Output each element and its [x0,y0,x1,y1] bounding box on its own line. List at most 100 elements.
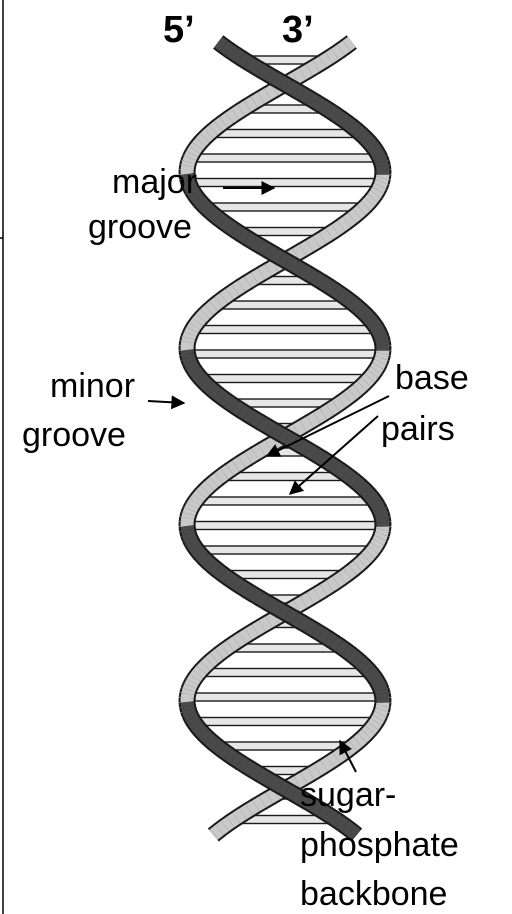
backbone-strand-a-segment-113 [363,489,378,503]
backbone-front-segments [178,35,392,842]
backbone-strand-b-segment-250 [257,240,272,257]
backbone-strand-b-segment-234 [182,179,197,189]
backbone-strand-a-segment-6 [250,60,266,77]
backbone-strand-b-segment-284 [356,377,371,392]
backbone-strand-a-segment-81 [186,362,201,374]
backbone-strand-b-segment-397 [209,829,219,840]
backbone-strand-b-segment-229 [181,160,195,169]
backbone-strand-b-segment-351 [341,644,356,660]
backbone-strand-a-segment-29 [373,155,388,165]
minor-groove-label-line2: groove [22,416,126,454]
backbone-strand-b-segment-221 [203,125,218,140]
backbone-strand-a-segment-171 [191,721,206,735]
backbone-strand-b-segment-249 [250,236,265,253]
backbone-strand-a-segment-86 [203,381,218,396]
backbone-strand-a-segment-88 [213,388,228,404]
backbone-strand-b-segment-223 [195,133,210,148]
backbone-strand-b-segment-264 [347,296,362,312]
backbone-strand-b-segment-381 [306,764,321,781]
backbone-strand-a-segment-156 [196,661,211,676]
backbone-strand-b-segment-394 [220,816,235,832]
backbone-strand-b-segment-334 [230,576,245,593]
backbone-strand-b-segment-321 [181,528,195,537]
backbone-strand-a-segment-12 [292,84,307,101]
backbone-strand-a-segment-93 [243,408,258,425]
backbone-strand-a-segment-33 [375,173,390,180]
backbone-strand-b-segment-346 [311,624,326,641]
base-pairs-arrow-lower [288,415,379,495]
backbone-strand-a-segment-131 [347,560,362,576]
backbone-strand-b-segment-241 [204,205,218,220]
backbone-strand-a-segment-20 [342,116,357,132]
backbone-strand-a-segment-111 [356,481,370,496]
backbone-strand-a-segment-138 [306,588,321,605]
backbone-strand-a-segment-152 [214,644,229,660]
backbone-strand-b-segment-237 [189,190,203,203]
base-pair-rung-18 [186,520,384,531]
base-pairs-arrow-upper [265,395,390,457]
backbone-strand-a-segment-169 [185,714,200,726]
backbone-strand-a-segment-84 [195,373,210,388]
backbone-strand-a-segment-73 [182,331,197,341]
backbone-strand-b-segment-304 [231,456,246,473]
backbone-strand-b-segment-367 [372,711,387,722]
backbone-strand-a-segment-167 [182,707,197,717]
backbone-strand-a-segment-180 [236,756,251,773]
backbone-strand-a-segment-1 [219,40,234,56]
backbone-strand-a-segment-147 [244,624,259,641]
backbone-strand-b-segment-225 [188,142,203,155]
backbone-strand-b-segment-301 [250,444,265,461]
backbone-strand-b-segment-270 [369,322,384,334]
backbone-strand-b-segment-283 [360,373,375,388]
backbone-strand-b-segment-265 [352,301,366,316]
backbone-strand-b-segment-327 [195,549,210,564]
base-pair-rung-3 [189,153,381,163]
backbone-strand-a-segment-98 [277,428,292,445]
backbone-strand-b-segment-378 [325,752,340,769]
backbone-strand-b-segment-389 [251,796,266,813]
backbone-strand-a-segment-163 [180,693,195,700]
backbone-strand-a-segment-16 [318,100,334,117]
backbone-strand-b-segment-372 [357,729,371,744]
backbone-strand-a-segment-80 [184,359,198,370]
backbone-strand-a-segment-129 [356,553,371,568]
backbone-strand-b-segment-305 [225,460,240,476]
backbone-strand-b-segment-246 [231,224,246,241]
backbone-strand-b-segment-370 [364,721,379,735]
backbone-label-line1: sugar- [300,776,396,814]
backbone-strand-b-segment-306 [219,464,234,480]
base-pair-rung-10 [191,324,379,335]
base-pair-rung-4 [187,177,383,188]
backbone-strand-b-segment-380 [313,760,328,777]
backbone-strand-a-segment-145 [257,616,273,633]
backbone-strand-b-segment-206 [298,64,313,81]
backbone-strand-b-segment-329 [203,557,218,572]
backbone-strand-a-segment-124 [372,535,387,546]
backbone-strand-b-segment-232 [180,173,195,180]
backbone-strand-a-segment-49 [312,232,327,249]
backbone-strand-b-segment-204 [311,56,326,73]
backbone-strand-a-segment-28 [372,151,386,162]
backbone-strand-b-segment-377 [331,748,346,764]
backbone-strand-b-segment-358 [369,674,384,687]
backbone-strand-a-segment-2 [225,44,240,60]
backbone-strand-b-segment-239 [195,197,210,212]
backbone-strand-a-segment-17 [325,104,340,121]
backbone-strand-b-segment-291 [318,404,334,421]
backbone-strand-b-segment-248 [243,232,258,249]
backbone-strand-b-segment-349 [330,636,345,652]
backbone-strand-b-segment-320 [180,525,195,532]
backbone-strand-b-segment-383 [292,772,308,789]
backbone-strand-a-segment-119 [375,517,390,524]
backbone-strand-b-segment-230 [180,165,195,172]
backbone-strand-b-segment-219 [213,116,228,132]
backbone-strand-a-segment-19 [336,112,351,128]
backbone-strand-a-segment-128 [360,549,375,564]
backbone-strand-b-segment-387 [264,788,280,805]
backbone-strand-a-segment-83 [192,369,206,383]
backbone-strand-b-segment-348 [324,632,339,649]
backbone-strand-a-segment-3 [231,48,246,65]
backbone-strand-a-segment-87 [208,384,223,400]
backbone-strand-b-segment-312 [192,489,207,503]
backbone-strand-a-segment-106 [330,460,345,476]
